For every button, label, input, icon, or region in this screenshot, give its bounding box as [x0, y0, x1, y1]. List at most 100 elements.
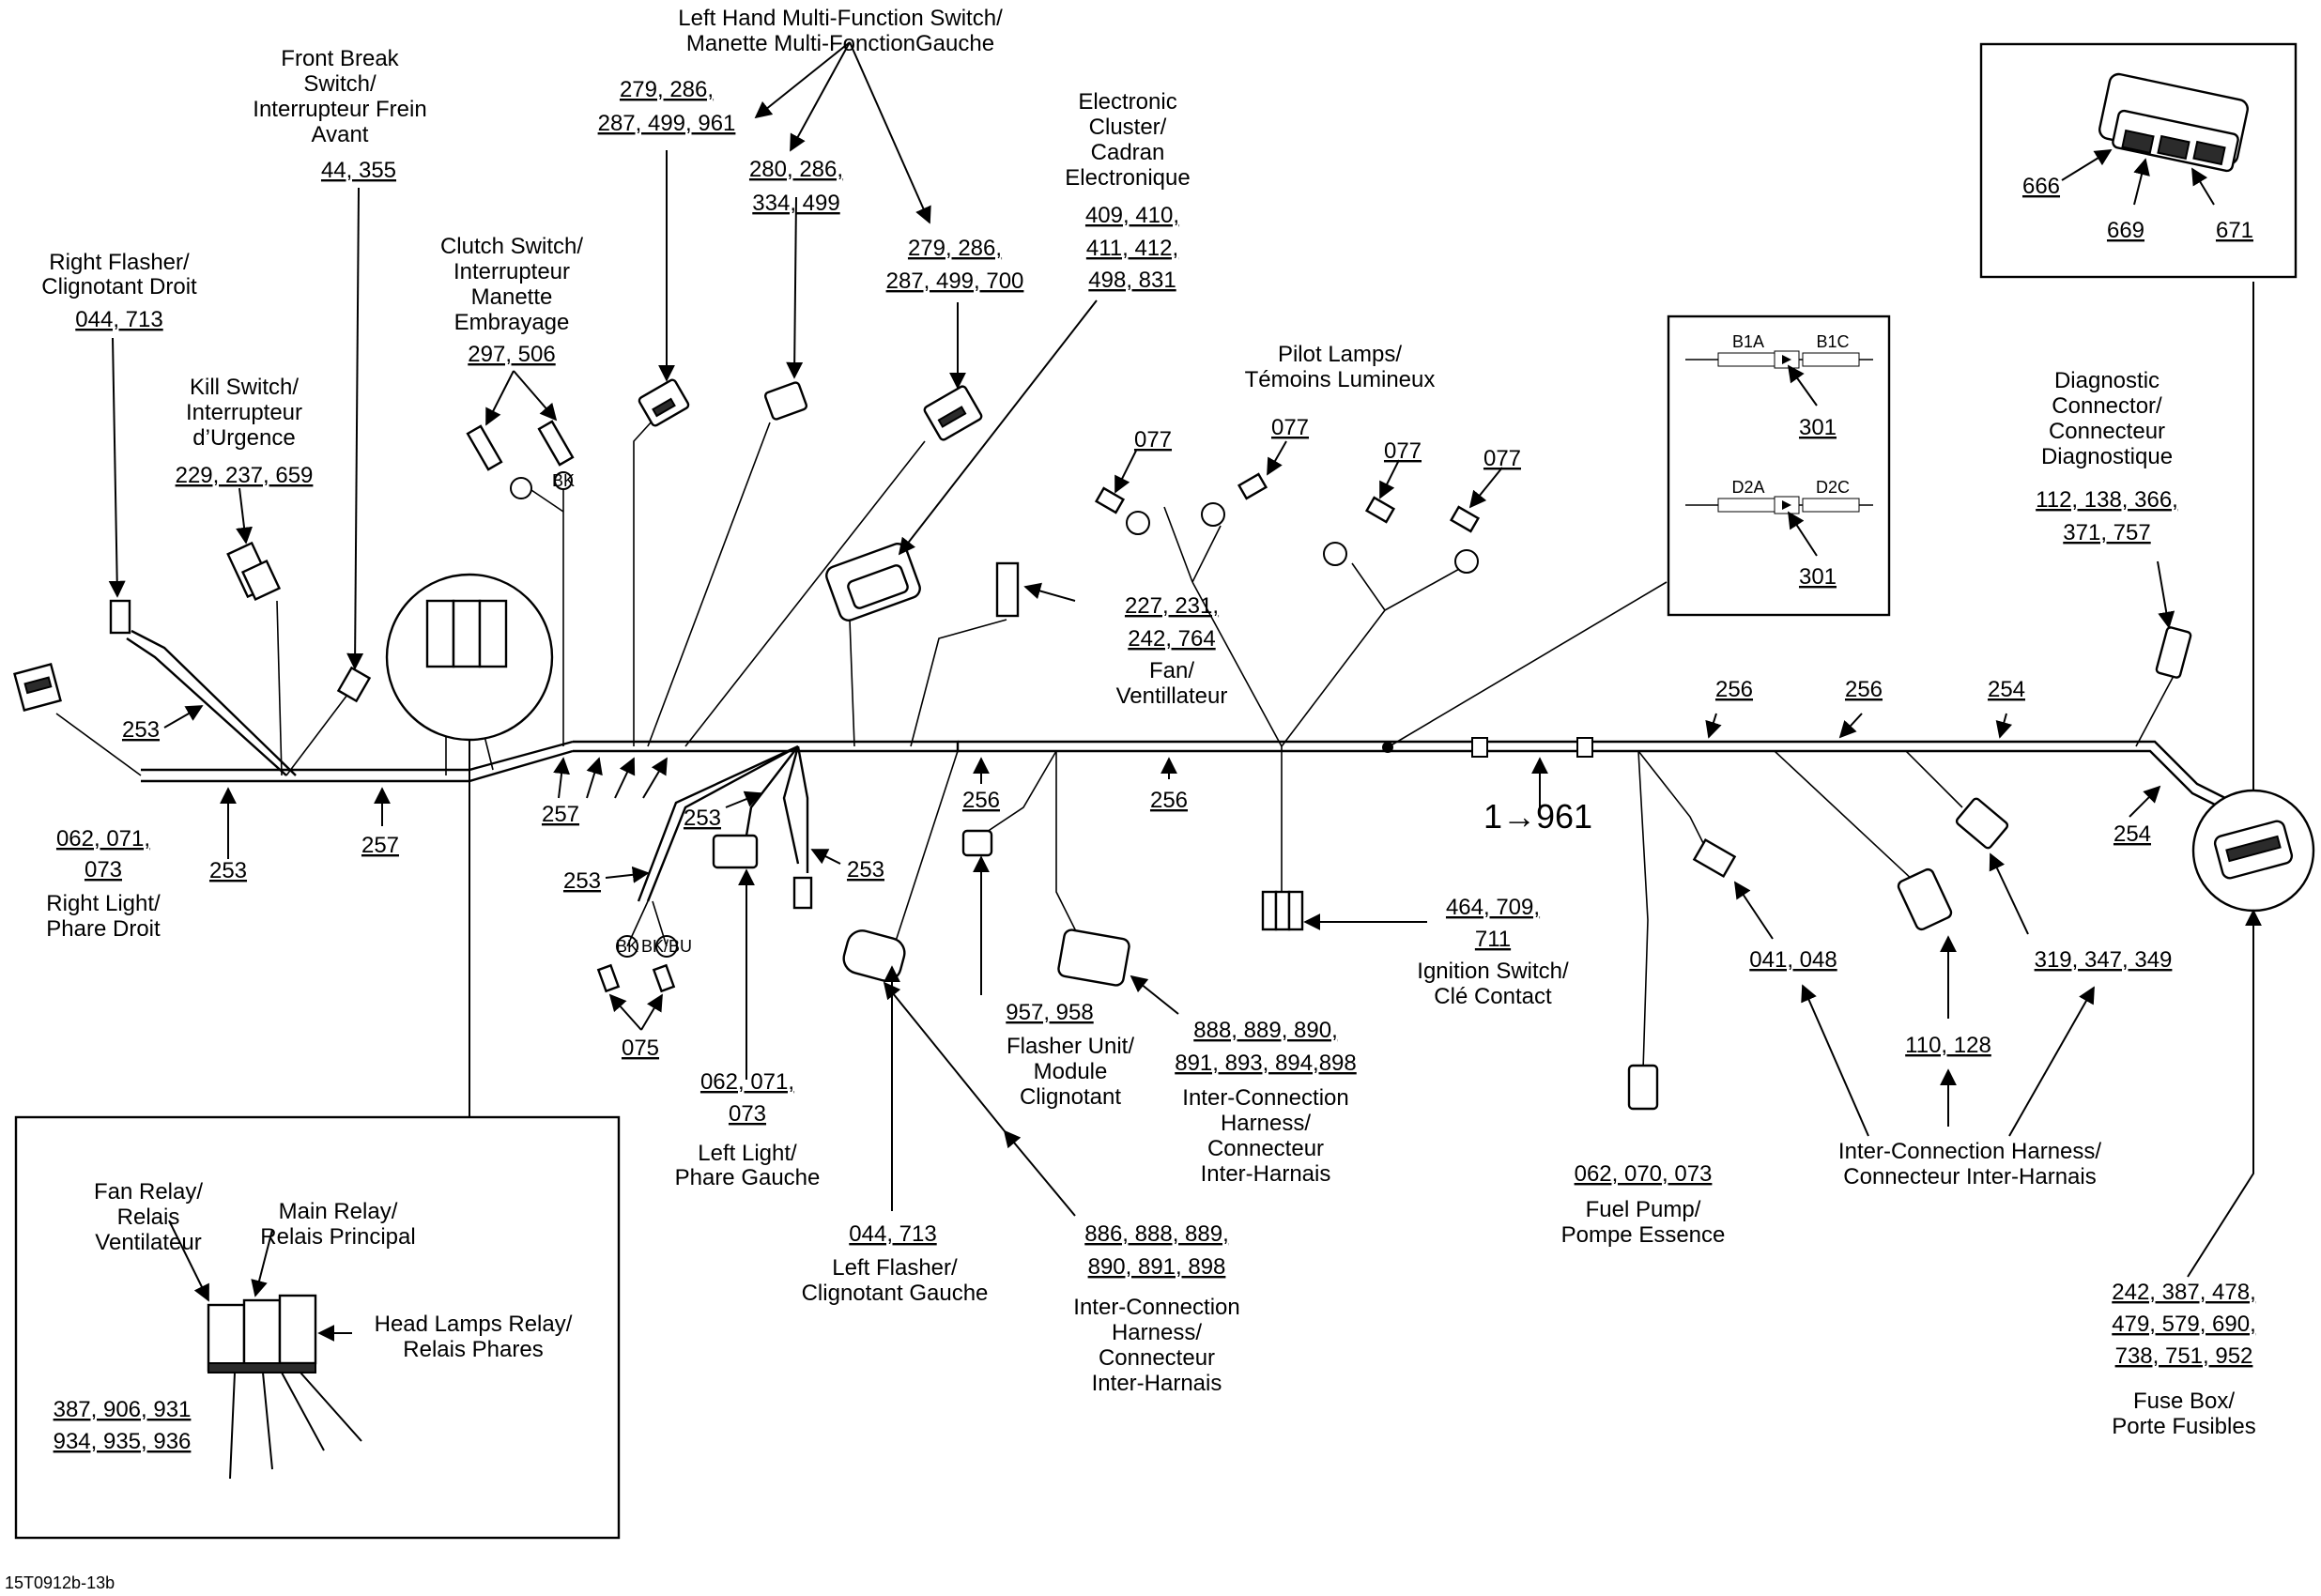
- lh-switch-connector-b: [763, 381, 808, 421]
- cluster-refs-2: 411, 412,: [1086, 236, 1178, 261]
- interconn-a-label-1: Inter-Connection: [1182, 1085, 1348, 1111]
- right-light-label-1: Right Light/: [46, 891, 161, 916]
- right-branches: [886, 282, 2254, 1071]
- refs-110: 110, 128: [1905, 1033, 1991, 1058]
- fuel-pump-label-1: Fuel Pump/: [1586, 1197, 1701, 1222]
- front-brake-label-3: Interrupteur Frein: [253, 97, 426, 122]
- interconn-a-label-4: Inter-Harnais: [1201, 1161, 1331, 1187]
- diagnostic-connector: [2155, 626, 2192, 679]
- refs-041: 041, 048: [1749, 947, 1837, 973]
- cluster-label-3: Cadran: [1091, 140, 1165, 165]
- main-relay-label-2: Relais Principal: [260, 1224, 415, 1250]
- ignition-refs-1: 464, 709,: [1446, 895, 1540, 920]
- wire-253-c: 253: [684, 806, 721, 831]
- cluster-label-2: Cluster/: [1089, 115, 1167, 140]
- right-flasher-refs: 044, 713: [75, 307, 162, 332]
- diode-tag-d2a: D2A: [1731, 478, 1764, 497]
- flasher-unit-label-1: Flasher Unit/: [1007, 1034, 1134, 1059]
- bulb-connectors-075: [596, 900, 678, 993]
- pilot-lamps-label-1: Pilot Lamps/: [1278, 342, 1402, 367]
- left-light-connector: [712, 834, 759, 869]
- interconn-a-label-3: Connecteur: [1207, 1136, 1324, 1161]
- head-relay-label-2: Relais Phares: [403, 1337, 543, 1362]
- connector-shapes: [13, 378, 2192, 1111]
- fuse-refs-1: 242, 387, 478,: [2112, 1280, 2255, 1305]
- wire-253-b: 253: [209, 858, 247, 883]
- left-light-label-2: Phare Gauche: [675, 1165, 821, 1190]
- left-flasher-connector: [792, 876, 813, 910]
- lh-switch-connector-c: [923, 385, 983, 441]
- wire-253-d: 253: [563, 868, 601, 894]
- wire-256-d: 256: [1845, 677, 1883, 702]
- lh-refs-b-2: 334, 499: [752, 191, 839, 216]
- clutch-switch-label-4: Embrayage: [454, 310, 570, 335]
- interconn-b-label-2: Harness/: [1112, 1320, 1202, 1345]
- fan-label-2: Ventillateur: [1116, 683, 1228, 709]
- connector-041: [1692, 837, 1737, 879]
- ref-075: 075: [622, 1036, 659, 1061]
- interconn-b-refs-1: 886, 888, 889,: [1084, 1221, 1228, 1247]
- diode-ref-1: 301: [1799, 415, 1837, 440]
- interconn-harness-label-2: Connecteur Inter-Harnais: [1843, 1164, 2096, 1189]
- kill-switch-label-2: Interrupteur: [186, 400, 302, 425]
- left-flasher-label-1: Left Flasher/: [832, 1255, 958, 1281]
- diagnostic-label-1: Diagnostic: [2054, 368, 2160, 393]
- interconn-a-label-2: Harness/: [1221, 1111, 1311, 1136]
- pilot-ref-3: 077: [1384, 438, 1422, 464]
- ignition-label-1: Ignition Switch/: [1417, 959, 1569, 984]
- flasher-unit-connector: [961, 829, 993, 857]
- front-brake-label-2: Switch/: [303, 71, 377, 97]
- figure-code: 15T0912b-13b: [5, 1573, 115, 1592]
- left-light-refs-1: 062, 071,: [700, 1069, 794, 1095]
- relay-detail-circle: [385, 573, 554, 1117]
- kill-switch-label-1: Kill Switch/: [190, 375, 299, 400]
- front-brake-connector: [336, 666, 372, 703]
- leader-arrows: [108, 41, 2262, 1342]
- head-relay-label-1: Head Lamps Relay/: [375, 1312, 573, 1337]
- cluster-connector: [825, 543, 921, 622]
- relay-inset-box: [14, 1115, 621, 1540]
- interconn-a-refs-2: 891, 893, 894,898: [1175, 1051, 1357, 1076]
- clutch-switch-refs: 297, 506: [468, 342, 555, 367]
- wire-256-a: 256: [962, 788, 1000, 813]
- clutch-switch-label-1: Clutch Switch/: [440, 234, 583, 259]
- front-brake-refs: 44, 355: [321, 158, 396, 183]
- lh-refs-c-1: 279, 286,: [908, 236, 1002, 261]
- seal-code-a: BK: [552, 471, 575, 490]
- diagnostic-label-4: Diagnostique: [2041, 444, 2173, 469]
- fuel-pump-connector: [1627, 1064, 1659, 1111]
- pilot-lamp-connectors: [1094, 472, 1481, 574]
- fuse-box-detail-circle: [2191, 789, 2315, 913]
- fan-relay-label-2: Relais: [117, 1205, 180, 1230]
- wire-257-b: 257: [542, 802, 579, 827]
- wire-254-a: 254: [1988, 677, 2025, 702]
- clutch-switch-label-2: Interrupteur: [453, 259, 570, 284]
- diode-ref-2: 301: [1799, 564, 1837, 590]
- right-flasher-connector: [109, 599, 131, 635]
- wire-256-c: 256: [1715, 677, 1753, 702]
- text-labels: Right Flasher/ Clignotant Droit 044, 713…: [5, 6, 2256, 1592]
- connector-319: [1955, 797, 2009, 850]
- diagnostic-refs-2: 371, 757: [2063, 520, 2150, 545]
- fuse-box-label-1: Fuse Box/: [2133, 1389, 2235, 1414]
- lh-refs-b-1: 280, 286,: [749, 157, 843, 182]
- seal-code-c: BK/BU: [641, 937, 692, 956]
- flasher-unit-refs: 957, 958: [1006, 1000, 1093, 1025]
- fan-refs-1: 227, 231,: [1125, 593, 1219, 619]
- main-relay-label-1: Main Relay/: [279, 1199, 398, 1224]
- interconn-a-connector: [1057, 928, 1130, 987]
- interconn-b-refs-2: 890, 891, 898: [1088, 1254, 1226, 1280]
- main-harness-ref: 1→961: [1483, 797, 1592, 836]
- interconn-harness-label-1: Inter-Connection Harness/: [1838, 1139, 2101, 1164]
- wire-257-a: 257: [361, 833, 399, 858]
- kill-switch-connector: [226, 541, 282, 602]
- inset-ref-671: 671: [2216, 218, 2253, 243]
- lh-refs-a-1: 279, 286,: [620, 77, 714, 102]
- left-light-label-1: Left Light/: [698, 1141, 797, 1166]
- right-light-label-2: Phare Droit: [46, 916, 161, 942]
- fan-relay-label-3: Ventilateur: [95, 1230, 201, 1255]
- wire-253-e: 253: [847, 857, 884, 882]
- refs-319: 319, 347, 349: [2035, 947, 2173, 973]
- main-harness: [141, 737, 2226, 809]
